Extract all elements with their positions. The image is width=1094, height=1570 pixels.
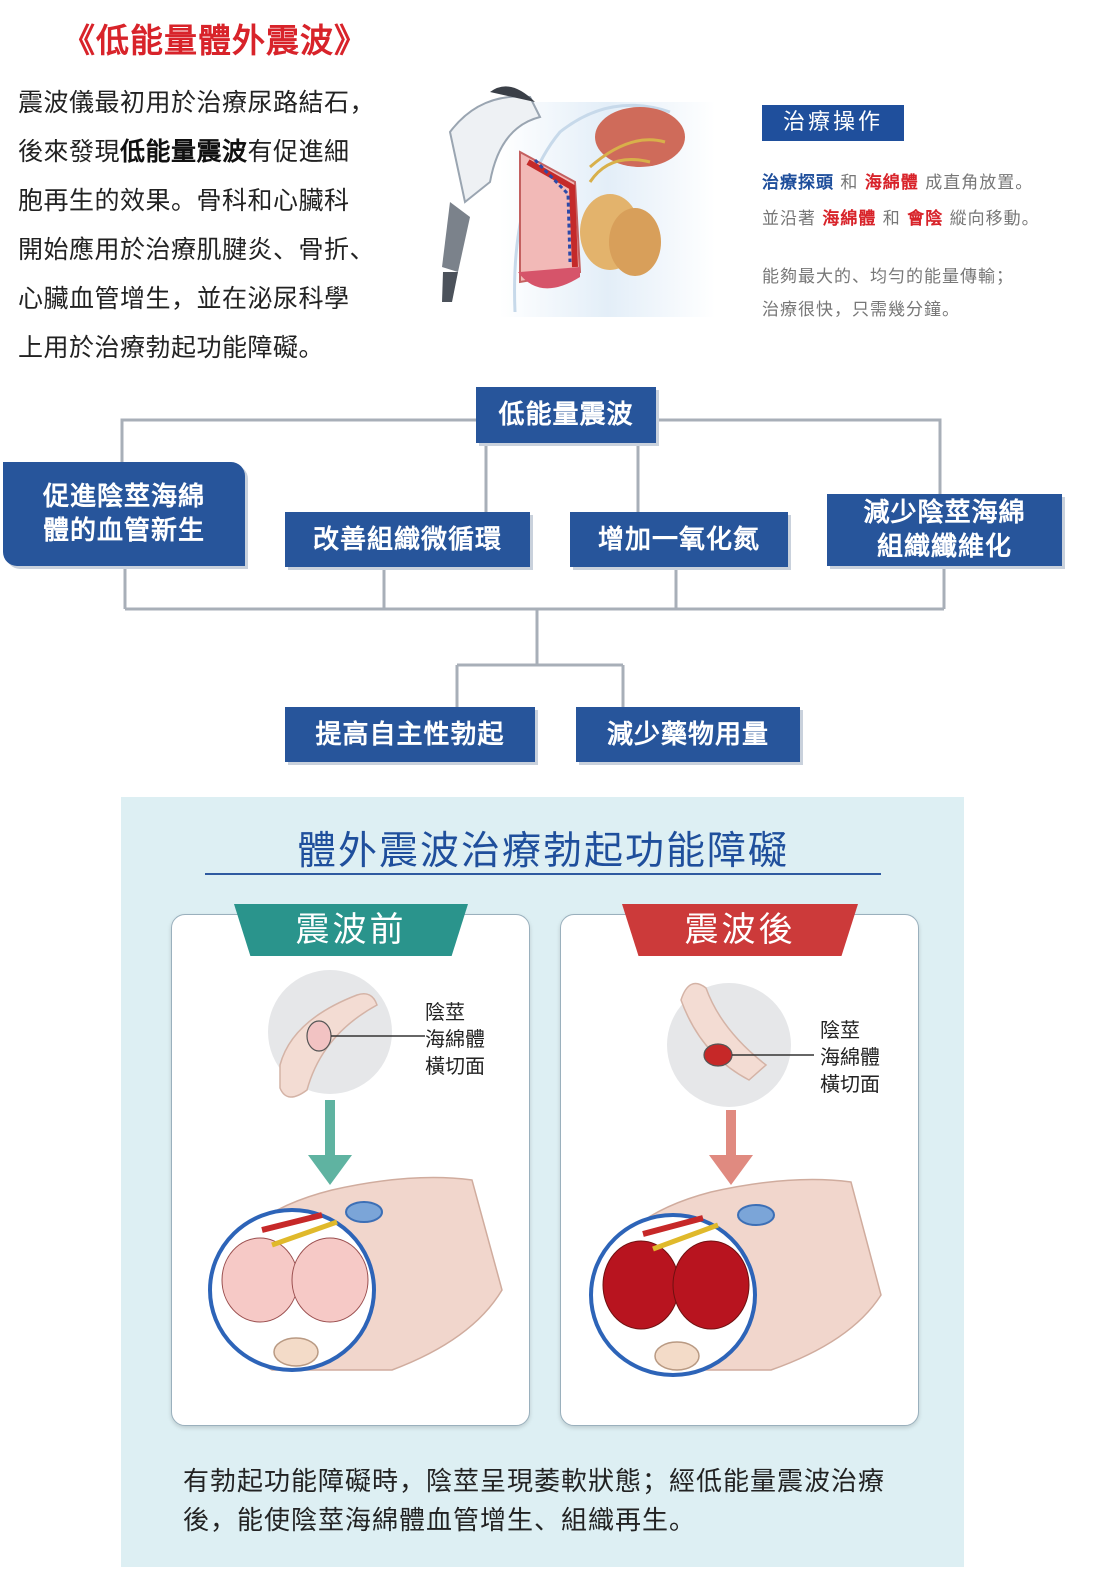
intro-highlight: 低能量震波 bbox=[120, 137, 248, 166]
operation-benefit-1: 能夠最大的、均勻的能量傳輸； bbox=[762, 267, 1014, 287]
panel-title: 體外震波治療勃起功能障礙 bbox=[296, 829, 789, 874]
intro-paragraph: 震波儀最初用於治療尿路結石， 後來發現低能量震波有促進細 胞再生的效果。骨科和心… bbox=[18, 78, 438, 372]
before-cross-section-illustration bbox=[208, 970, 503, 1372]
after-tag: 震波後 bbox=[622, 904, 858, 956]
operation-benefit-2: 治療很快，只需幾分鐘。 bbox=[762, 300, 960, 320]
flow-outcome-less-medication: 減少藥物用量 bbox=[576, 707, 800, 762]
flow-connectors bbox=[120, 418, 946, 707]
after-cross-section-label: 陰莖海綿體橫切面 bbox=[820, 1018, 880, 1096]
flow-node-nitric-oxide: 增加一氧化氮 bbox=[570, 512, 788, 567]
intro-line: 胞再生的效果。骨科和心臟科 bbox=[18, 186, 350, 215]
panel-caption: 有勃起功能障礙時，陰莖呈現萎軟狀態；經低能量震波治療 後，能使陰莖海綿體血管增生… bbox=[183, 1467, 886, 1536]
flow-node-microcirculation: 改善組織微循環 bbox=[285, 512, 530, 567]
intro-line: 開始應用於治療肌腱炎、骨折、 bbox=[18, 235, 376, 264]
operation-step-1: 治療探頭 和 海綿體 成直角放置。 bbox=[762, 173, 1034, 193]
intro-line: 心臟血管增生，並在泌尿科學 bbox=[18, 284, 350, 313]
flow-node-reduce-fibrosis: 減少陰莖海綿組織纖維化 bbox=[827, 494, 1062, 566]
before-cross-section-label: 陰莖海綿體橫切面 bbox=[425, 1000, 485, 1078]
intro-line: 震波儀最初用於治療尿路結石， bbox=[18, 88, 376, 117]
flow-node-angiogenesis: 促進陰莖海綿體的血管新生 bbox=[3, 462, 245, 566]
intro-line: 後來發現低能量震波有促進細 bbox=[18, 137, 350, 166]
before-tag: 震波前 bbox=[234, 904, 468, 956]
shockwave-device-illustration bbox=[442, 86, 715, 317]
panel-title-rule bbox=[205, 873, 881, 875]
operation-step-2: 並沿著 海綿體 和 會陰 縱向移動。 bbox=[762, 209, 1040, 229]
flow-root-low-energy-shockwave: 低能量震波 bbox=[476, 387, 656, 443]
page-title: 《低能量體外震波》 bbox=[62, 21, 368, 60]
intro-line: 上用於治療勃起功能障礙。 bbox=[18, 333, 325, 362]
flow-outcome-erection: 提高自主性勃起 bbox=[285, 707, 535, 762]
after-cross-section-illustration bbox=[589, 982, 882, 1377]
operation-heading: 治療操作 bbox=[762, 105, 904, 141]
